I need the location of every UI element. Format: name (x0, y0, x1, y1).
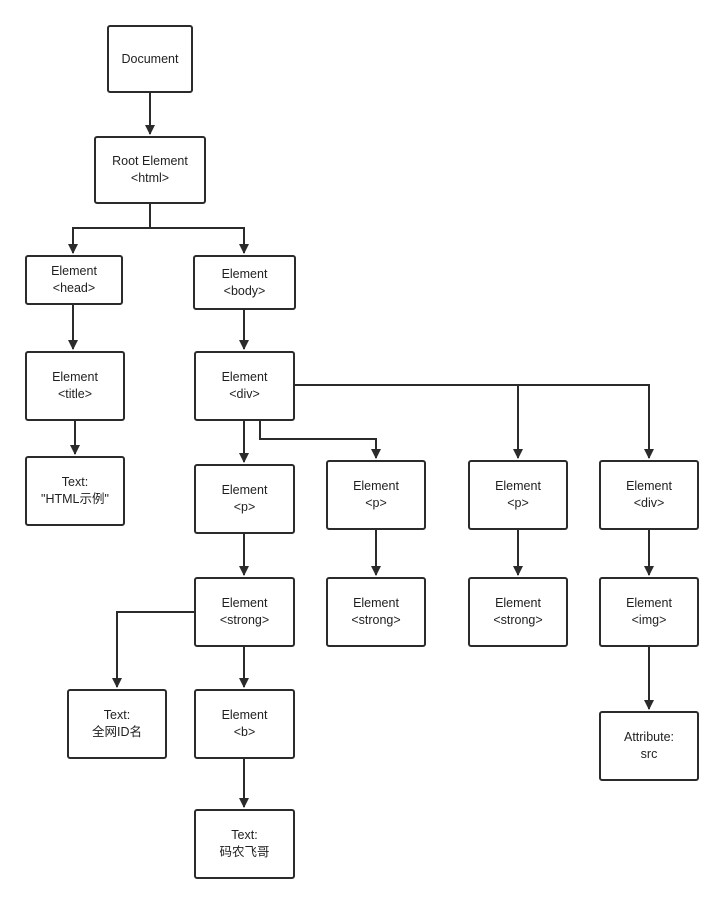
node-label-line2: <strong> (351, 613, 401, 627)
node-strong1: Element <strong> (194, 577, 295, 647)
node-label-line1: Element (353, 596, 399, 610)
node-p3: Element <p> (468, 460, 568, 530)
edge-div-p2 (259, 421, 381, 459)
node-p1: Element <p> (194, 464, 295, 534)
node-div: Element <div> (194, 351, 295, 421)
node-div2: Element <div> (599, 460, 699, 530)
node-head: Element <head> (25, 255, 123, 305)
node-label-line1: Text: (61, 475, 89, 489)
node-label-line1: Element (221, 370, 268, 384)
node-label-line1: Element (495, 596, 541, 610)
node-title: Element <title> (25, 351, 125, 421)
node-label-line1: Text: (231, 828, 258, 842)
node-b: Element <b> (194, 689, 295, 759)
node-label-line1: Element (221, 596, 268, 610)
node-label-line2: <p> (507, 496, 529, 510)
node-root-html: Root Element <html> (94, 136, 206, 204)
node-p2: Element <p> (326, 460, 426, 530)
node-label-line1: Element (52, 370, 98, 384)
node-label-line1: Element (221, 266, 268, 281)
node-label-line2: 码农飞哥 (219, 845, 270, 859)
node-attr-src: Attribute: src (599, 711, 699, 781)
node-label-line1: Attribute: (623, 730, 675, 744)
node-label-line2: <body> (223, 283, 266, 298)
node-label-line1: Element (626, 479, 672, 493)
node-label-line1: Element (626, 596, 672, 610)
node-label-line1: Element (221, 483, 268, 497)
node-label-line1: Root Element (112, 154, 188, 168)
node-label-line1: Document (121, 51, 179, 66)
node-label-line2: src (640, 747, 658, 761)
node-label-line1: Element (221, 708, 268, 722)
node-label-line2: <strong> (219, 613, 270, 627)
node-label-line1: Element (495, 479, 541, 493)
node-label-line2: <html> (130, 171, 170, 185)
node-document: Document (107, 25, 193, 93)
node-label-line2: <head> (52, 281, 96, 295)
node-label-line2: <div> (229, 387, 260, 401)
node-img: Element <img> (599, 577, 699, 647)
node-text-title: Text: "HTML示例" (25, 456, 125, 526)
edge-root-body (150, 227, 249, 254)
node-label-line2: "HTML示例" (41, 492, 109, 506)
node-text-id: Text: 全网ID名 (67, 689, 167, 759)
node-body: Element <body> (193, 255, 296, 310)
node-label-line2: <div> (633, 496, 665, 510)
node-label-line2: <p> (233, 500, 256, 514)
node-label-line2: <img> (631, 613, 667, 627)
edge-div-p3 (295, 384, 523, 459)
node-label-line2: 全网ID名 (91, 725, 142, 739)
node-label-line1: Element (51, 264, 97, 278)
node-strong3: Element <strong> (468, 577, 568, 647)
node-label-line2: <title> (57, 387, 93, 401)
edge-root-head (68, 204, 151, 254)
node-strong2: Element <strong> (326, 577, 426, 647)
node-label-line1: Element (353, 479, 399, 493)
node-label-line2: <p> (365, 496, 387, 510)
node-label-line1: Text: (103, 708, 131, 722)
node-label-line2: <strong> (493, 613, 543, 627)
edge-strong1-textid (112, 611, 194, 688)
node-text-name: Text: 码农飞哥 (194, 809, 295, 879)
edge-div-div2 (518, 384, 654, 459)
node-label-line2: <b> (233, 725, 256, 739)
